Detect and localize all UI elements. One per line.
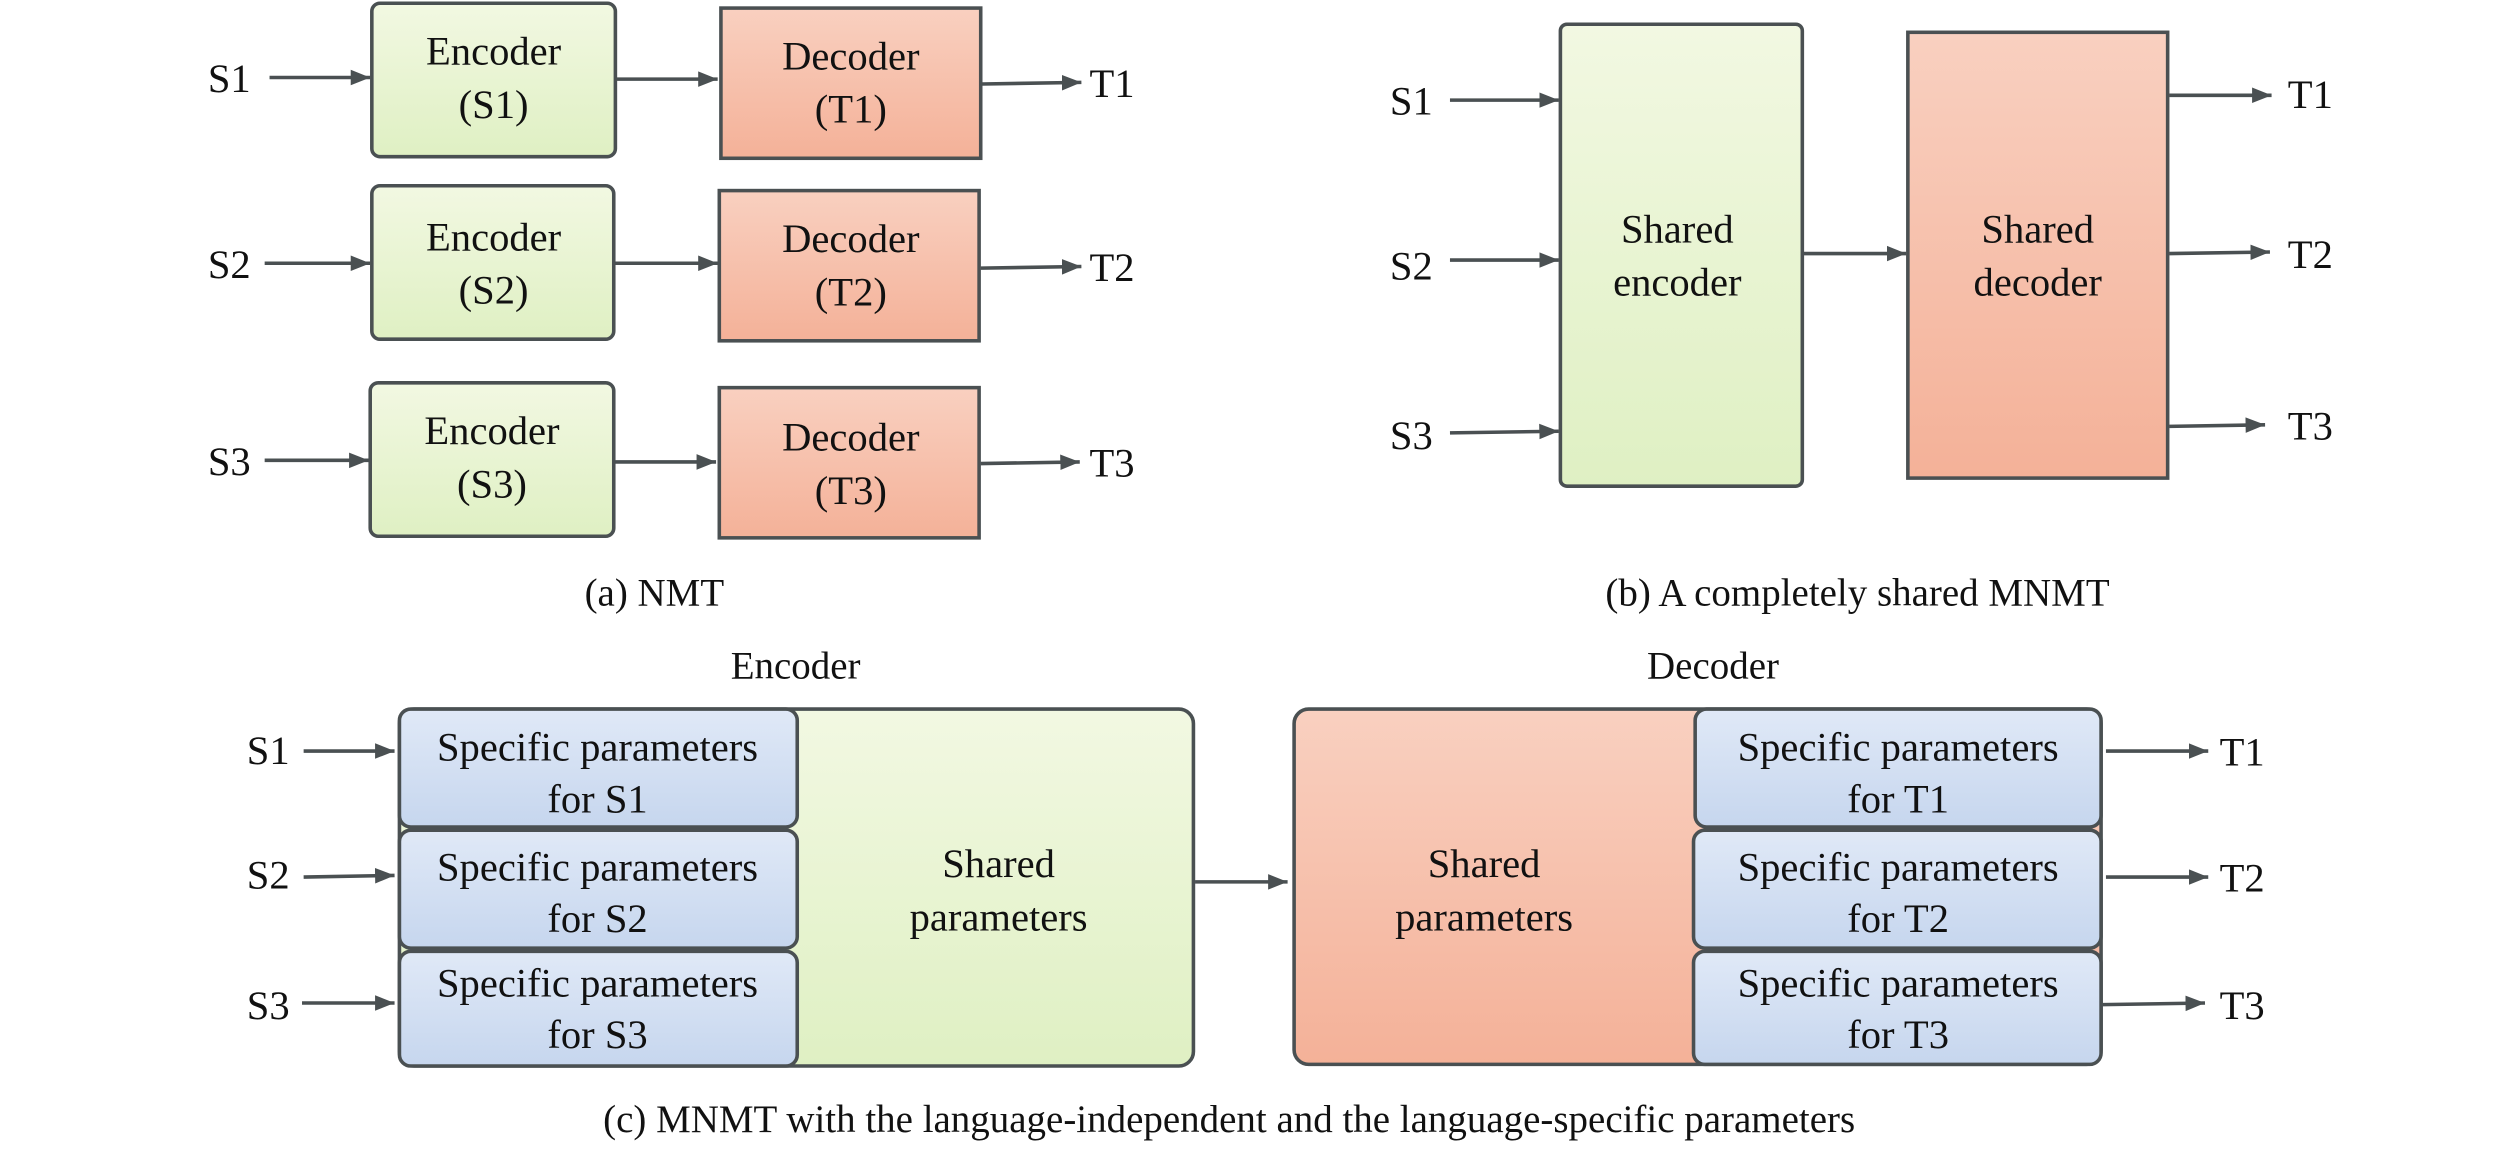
source-label: S2 — [247, 852, 290, 897]
encoder-specific-label: Specific parameters — [437, 844, 758, 889]
encoder-specific-box — [397, 707, 800, 829]
decoder-specific-language: for T1 — [1847, 777, 1949, 822]
source-label: S2 — [208, 242, 251, 287]
panel-a-row: S1 Encoder (S1) Decoder (T1) T1 — [208, 1, 1135, 161]
target-label: T2 — [2220, 856, 2265, 901]
output-arrow — [982, 74, 1082, 91]
target-label: T3 — [2220, 983, 2265, 1028]
encoder-label: Encoder — [424, 408, 560, 453]
decoder-language: (T2) — [815, 269, 887, 314]
shared-encoder-box — [1558, 22, 1805, 488]
target-label: T3 — [1090, 441, 1135, 486]
decoder-shared-parameters-label: parameters — [1395, 894, 1573, 939]
decoder-specific-box — [1693, 707, 2103, 829]
encoder-label: Encoder — [426, 29, 562, 74]
source-label: S1 — [247, 728, 290, 773]
panel-a-caption: (a) NMT — [585, 572, 725, 615]
input-arrow — [303, 868, 395, 884]
panel-a-nmt: S1 Encoder (S1) Decoder (T1) T1 S2 Encod… — [208, 1, 1135, 615]
encoder-specific-language: for S2 — [547, 896, 647, 941]
encoder-label: Encoder — [426, 214, 562, 259]
encoder-box — [368, 381, 616, 539]
target-label: T1 — [2220, 730, 2265, 775]
decoder-specific-language: for T3 — [1847, 1012, 1949, 1057]
target-label: T2 — [1090, 245, 1135, 290]
output-arrow — [2102, 995, 2206, 1012]
input-arrow — [1449, 423, 1559, 440]
shared-encoder-label: Shared — [1621, 206, 1734, 251]
output-arrow — [2169, 244, 2270, 261]
shared-decoder-box — [1906, 30, 2170, 480]
encoder-language: (S2) — [459, 268, 529, 313]
decoder-specific-label: Specific parameters — [1738, 844, 2059, 889]
encoder-box — [370, 183, 616, 341]
encoder-specific-box — [397, 828, 800, 950]
shared-decoder-label: decoder — [1974, 260, 2103, 305]
source-label: S2 — [1390, 244, 1433, 289]
decoder-label: Decoder — [782, 415, 920, 460]
panel-a-row: S3 Encoder (S3) Decoder (T3) T3 — [208, 381, 1135, 540]
source-label: S1 — [1390, 79, 1433, 124]
decoder-specific-label: Specific parameters — [1738, 961, 2059, 1006]
target-label: T1 — [2288, 72, 2333, 117]
encoder-language: (S3) — [457, 462, 527, 507]
encoder-specific-label: Specific parameters — [437, 725, 758, 770]
decoder-shared-parameters-label: Shared — [1428, 841, 1541, 886]
decoder-specific-label: Specific parameters — [1738, 725, 2059, 770]
decoder-specific-box — [1691, 949, 2103, 1067]
decoder-box — [717, 385, 981, 540]
encoder-specific-label: Specific parameters — [437, 961, 758, 1006]
target-label: T1 — [1090, 61, 1135, 106]
encoder-specific-language: for S3 — [547, 1012, 647, 1057]
shared-decoder-label: Shared — [1981, 206, 2094, 251]
decoder-specific-box — [1691, 828, 2103, 950]
decoder-label: Decoder — [782, 216, 920, 261]
decoder-title: Decoder — [1647, 644, 1779, 687]
output-arrow — [980, 454, 1080, 471]
decoder-label: Decoder — [782, 34, 920, 79]
source-label: S3 — [247, 983, 290, 1028]
encoder-title: Encoder — [731, 644, 861, 687]
shared-encoder-label: encoder — [1613, 260, 1742, 305]
panel-c-partially-shared-mnmt: Encoder Decoder Shared parameters Specif… — [247, 644, 2265, 1141]
panel-a-row: S2 Encoder (S2) Decoder (T2) T2 — [208, 183, 1135, 343]
encoder-specific-box — [397, 949, 800, 1068]
decoder-specific-language: for T2 — [1847, 896, 1949, 941]
encoder-shared-parameters-label: parameters — [910, 894, 1088, 939]
encoder-shared-parameters-label: Shared — [942, 841, 1055, 886]
panel-c-caption: (c) MNMT with the language-independent a… — [603, 1098, 1855, 1141]
panel-b-shared-mnmt: S1 S2 S3 Shared encoder Shared decoder T… — [1390, 22, 2333, 615]
decoder-box — [719, 6, 983, 161]
encoder-specific-language: for S1 — [547, 777, 647, 822]
source-label: S3 — [208, 439, 251, 484]
decoder-box — [717, 188, 981, 343]
decoder-language: (T1) — [815, 87, 887, 132]
source-label: S3 — [1390, 413, 1433, 458]
panel-b-caption: (b) A completely shared MNMT — [1605, 572, 2110, 615]
target-label: T3 — [2288, 403, 2333, 448]
output-arrow — [2169, 417, 2266, 433]
source-label: S1 — [208, 56, 251, 101]
encoder-language: (S1) — [459, 82, 529, 127]
target-label: T2 — [2288, 232, 2333, 277]
output-arrow — [980, 259, 1082, 275]
decoder-language: (T3) — [815, 468, 887, 513]
encoder-box — [370, 1, 618, 159]
